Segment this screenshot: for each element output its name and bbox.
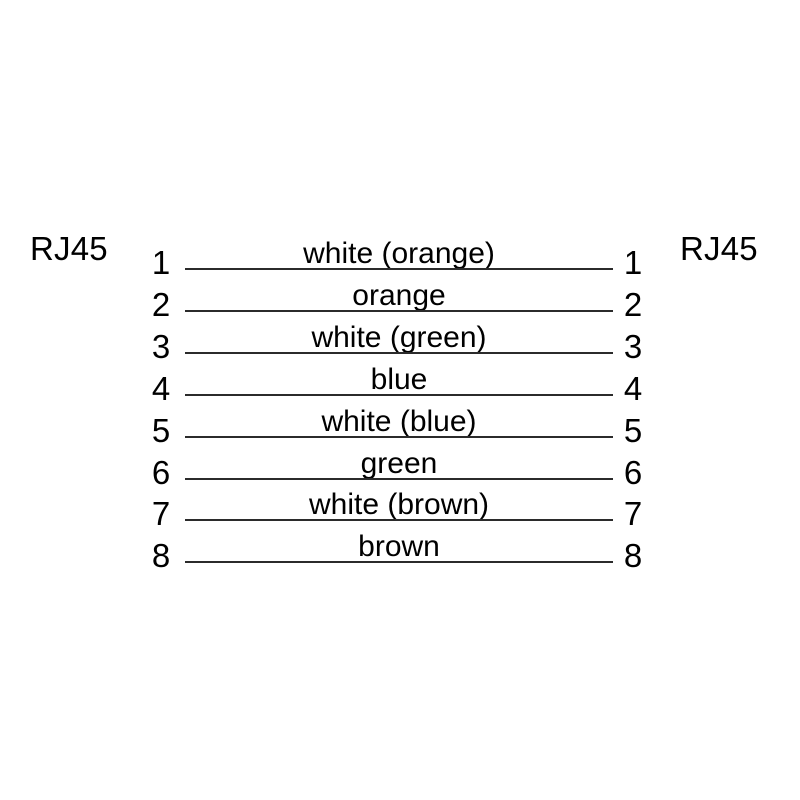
pin-number-right: 6 — [623, 454, 643, 491]
pin-number-left: 6 — [151, 454, 171, 491]
wire-row: 3 white (green) 3 — [0, 312, 800, 364]
pin-number-right: 8 — [623, 537, 643, 574]
wire-row: 5 white (blue) 5 — [0, 396, 800, 448]
wire-label: orange — [352, 279, 446, 312]
wire-label: brown — [358, 530, 440, 563]
wire-line — [185, 561, 613, 563]
wire-line — [185, 394, 613, 396]
pin-number-left: 7 — [151, 495, 171, 532]
wire-line — [185, 268, 613, 270]
pin-number-left: 4 — [151, 370, 171, 407]
wire-row: 6 green 6 — [0, 438, 800, 490]
pin-number-left: 2 — [151, 286, 171, 323]
wire-row: 8 brown 8 — [0, 521, 800, 573]
wire-line — [185, 519, 613, 521]
connector-label-right: RJ45 — [680, 230, 758, 267]
pin-number-left: 5 — [151, 412, 171, 449]
wire-line — [185, 310, 613, 312]
pin-number-right: 2 — [623, 286, 643, 323]
pin-number-right: 7 — [623, 495, 643, 532]
wire-line — [185, 478, 613, 480]
pin-number-right: 1 — [623, 244, 643, 281]
pin-number-right: 4 — [623, 370, 643, 407]
wire-line — [185, 352, 613, 354]
wire-label: white (orange) — [303, 237, 495, 270]
pin-number-left: 1 — [151, 244, 171, 281]
wire-row: 2 orange 2 — [0, 270, 800, 322]
pin-number-left: 8 — [151, 537, 171, 574]
wire-row: 1 white (orange) 1 — [0, 228, 800, 280]
wire-label: white (brown) — [308, 488, 490, 521]
pin-number-right: 3 — [623, 328, 643, 365]
wire-label: white (blue) — [321, 405, 477, 438]
connector-label-left: RJ45 — [30, 230, 108, 267]
wire-row: 7 white (brown) 7 — [0, 479, 800, 531]
pin-number-left: 3 — [151, 328, 171, 365]
wire-line — [185, 436, 613, 438]
wire-label: blue — [370, 363, 428, 396]
pin-number-right: 5 — [623, 412, 643, 449]
wire-label: green — [360, 447, 438, 480]
wire-label: white (green) — [311, 321, 487, 354]
wire-row: 4 blue 4 — [0, 354, 800, 406]
